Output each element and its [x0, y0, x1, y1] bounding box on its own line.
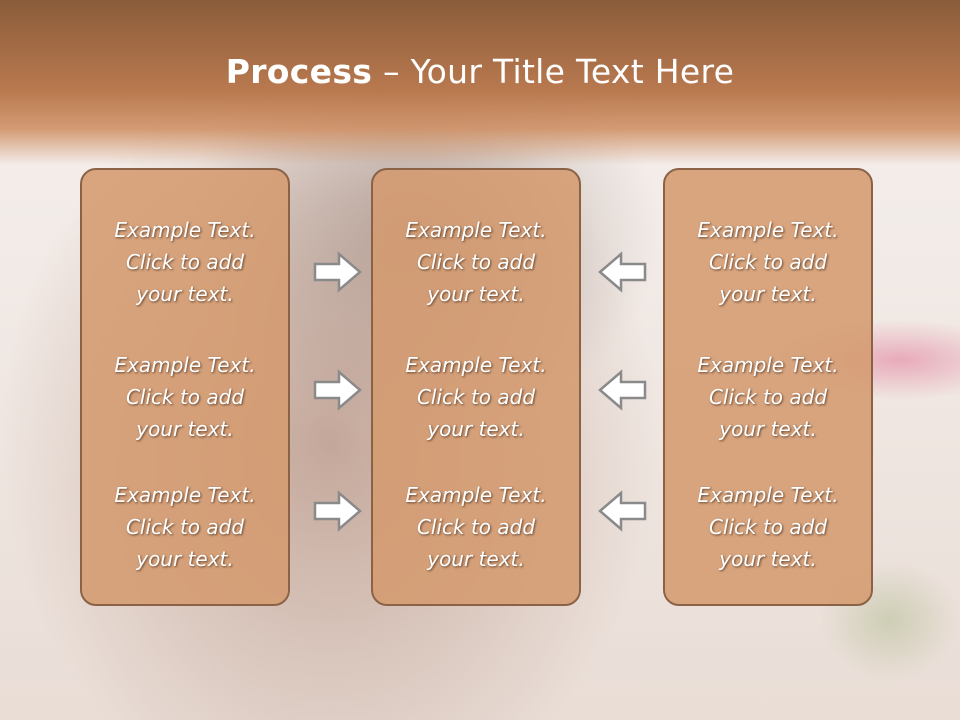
left-arrow-icon — [598, 490, 647, 532]
process-box-right[interactable]: Example Text. Click to add your text. Ex… — [663, 168, 873, 606]
text-line: Example Text. — [405, 353, 547, 377]
text-line: Click to add — [416, 250, 536, 274]
text-line: your text. — [719, 282, 817, 306]
text-line: Example Text. — [114, 218, 256, 242]
title-rest: – Your Title Text Here — [372, 52, 735, 91]
text-line: Example Text. — [405, 218, 547, 242]
text-block[interactable]: Example Text. Click to add your text. — [82, 349, 288, 445]
text-line: Example Text. — [114, 483, 256, 507]
slide-title[interactable]: Process – Your Title Text Here — [0, 52, 960, 91]
text-line: Example Text. — [697, 353, 839, 377]
text-line: your text. — [136, 547, 234, 571]
text-block[interactable]: Example Text. Click to add your text. — [373, 349, 579, 445]
text-line: your text. — [427, 417, 525, 441]
text-line: your text. — [719, 547, 817, 571]
text-line: Click to add — [416, 515, 536, 539]
text-block[interactable]: Example Text. Click to add your text. — [82, 479, 288, 575]
text-line: your text. — [427, 547, 525, 571]
title-banner — [0, 0, 960, 165]
text-line: your text. — [427, 282, 525, 306]
text-line: Example Text. — [697, 483, 839, 507]
text-line: Click to add — [125, 385, 245, 409]
text-line: Click to add — [708, 250, 828, 274]
process-box-left[interactable]: Example Text. Click to add your text. Ex… — [80, 168, 290, 606]
text-line: your text. — [136, 417, 234, 441]
text-line: Example Text. — [114, 353, 256, 377]
text-block[interactable]: Example Text. Click to add your text. — [373, 479, 579, 575]
right-arrow-icon — [313, 251, 362, 293]
text-block[interactable]: Example Text. Click to add your text. — [665, 214, 871, 310]
text-block[interactable]: Example Text. Click to add your text. — [665, 479, 871, 575]
text-line: Click to add — [125, 250, 245, 274]
text-block[interactable]: Example Text. Click to add your text. — [373, 214, 579, 310]
text-line: Click to add — [708, 515, 828, 539]
right-arrow-icon — [313, 490, 362, 532]
text-line: your text. — [719, 417, 817, 441]
text-block[interactable]: Example Text. Click to add your text. — [665, 349, 871, 445]
text-line: Example Text. — [697, 218, 839, 242]
left-arrow-icon — [598, 369, 647, 411]
left-arrow-icon — [598, 251, 647, 293]
text-line: your text. — [136, 282, 234, 306]
text-line: Click to add — [416, 385, 536, 409]
title-bold: Process — [225, 52, 373, 91]
text-line: Example Text. — [405, 483, 547, 507]
text-line: Click to add — [125, 515, 245, 539]
right-arrow-icon — [313, 369, 362, 411]
text-line: Click to add — [708, 385, 828, 409]
process-box-center[interactable]: Example Text. Click to add your text. Ex… — [371, 168, 581, 606]
text-block[interactable]: Example Text. Click to add your text. — [82, 214, 288, 310]
